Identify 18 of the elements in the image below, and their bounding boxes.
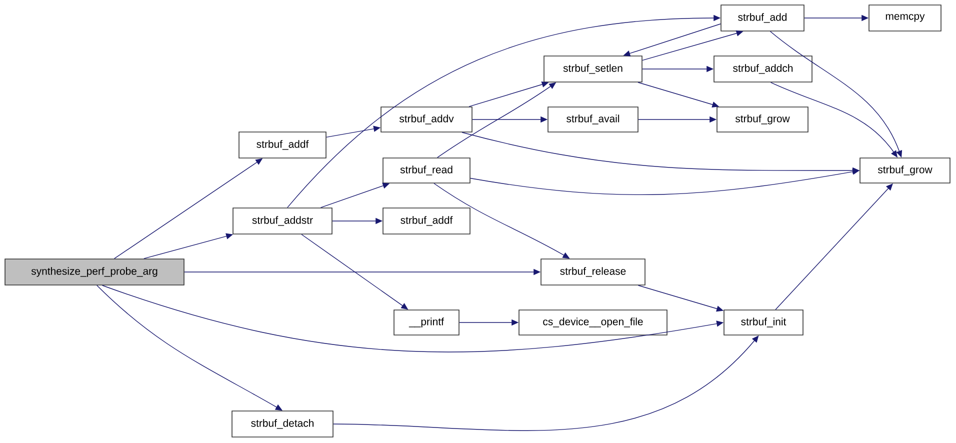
function-box: strbuf_addch [714, 56, 812, 82]
function-box: strbuf_addstr [232, 208, 332, 234]
function-box: strbuf_grow [860, 158, 950, 184]
function-box: strbuf_add [720, 4, 804, 32]
function-box: strbuf_addf [238, 132, 326, 158]
function-box: strbuf_addf [382, 208, 470, 234]
function-box: strbuf_setlen [544, 56, 642, 82]
function-box: strbuf_grow [716, 106, 808, 132]
function-box: strbuf_addv [380, 106, 472, 132]
function-box: memcpy [868, 4, 942, 32]
function-box: synthesize_perf_probe_arg [4, 258, 184, 286]
function-box: __printf [394, 310, 460, 336]
function-box: cs_device__open_file [518, 310, 668, 336]
function-box: strbuf_avail [548, 106, 638, 132]
function-box: strbuf_detach [232, 410, 334, 438]
function-box: strbuf_release [540, 258, 646, 286]
function-box: strbuf_init [724, 310, 804, 336]
function-box: strbuf_read [382, 158, 470, 184]
